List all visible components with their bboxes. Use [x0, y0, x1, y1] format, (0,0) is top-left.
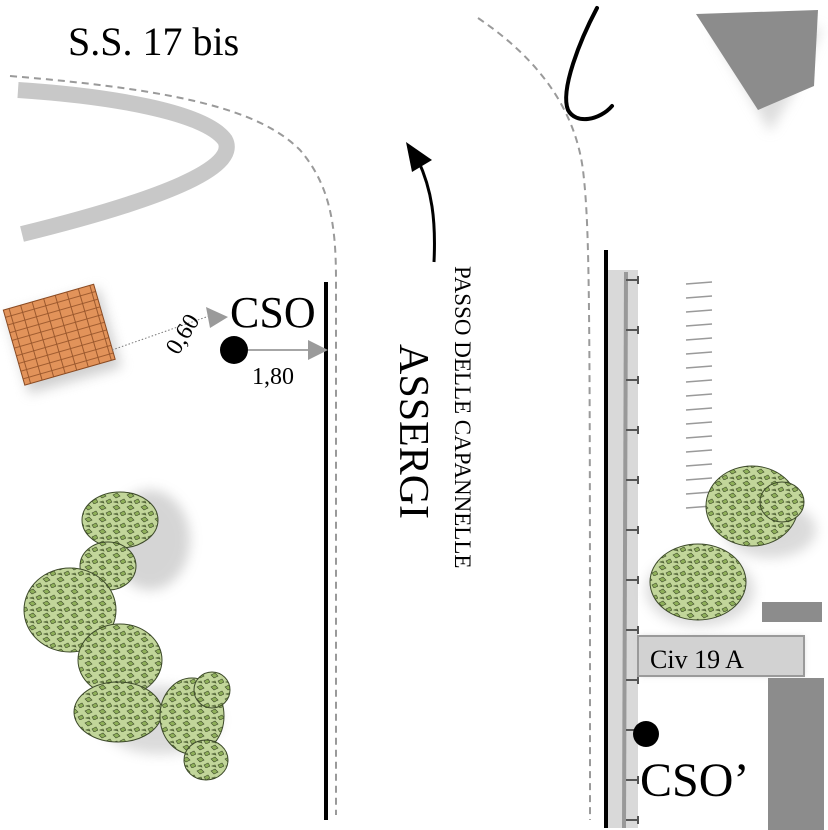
house-number-label: Civ 19 A	[650, 645, 744, 674]
road-title: S.S. 17 bis	[68, 19, 239, 64]
measure-arrowhead-horiz	[308, 340, 328, 360]
tree-icon-right	[646, 465, 816, 626]
label-cso-prime: CSO’	[640, 754, 749, 807]
building-strip	[637, 635, 805, 677]
dot-marker-icon-b	[633, 721, 659, 747]
measure-arrowhead-diag	[206, 307, 228, 328]
label-distance-diagonal: 0,60	[161, 310, 205, 359]
fence	[622, 271, 639, 829]
road-edge-dashed-right	[477, 17, 591, 821]
building-bottom-right	[768, 678, 824, 830]
grey-road-band	[17, 82, 235, 242]
arrow-up-icon	[416, 159, 436, 263]
measure-line-diagonal	[111, 314, 213, 351]
building-strip-small	[762, 602, 822, 622]
tree-icon	[23, 490, 231, 781]
label-distance-horizontal: 1,80	[252, 364, 294, 390]
label-cso: CSO	[230, 288, 316, 337]
street-name-small: PASSO DELLE CAPANNELLE	[450, 266, 475, 568]
roof-tiles-icon	[2, 283, 122, 394]
building-top-right	[696, 10, 818, 110]
dot-marker-icon	[220, 336, 248, 364]
arrow-up-head	[406, 142, 432, 172]
street-name-big: ASSERGI	[390, 344, 436, 519]
curve-line-top	[564, 6, 614, 122]
comb-marks	[685, 281, 713, 509]
road-edge-dashed-left	[9, 75, 337, 815]
